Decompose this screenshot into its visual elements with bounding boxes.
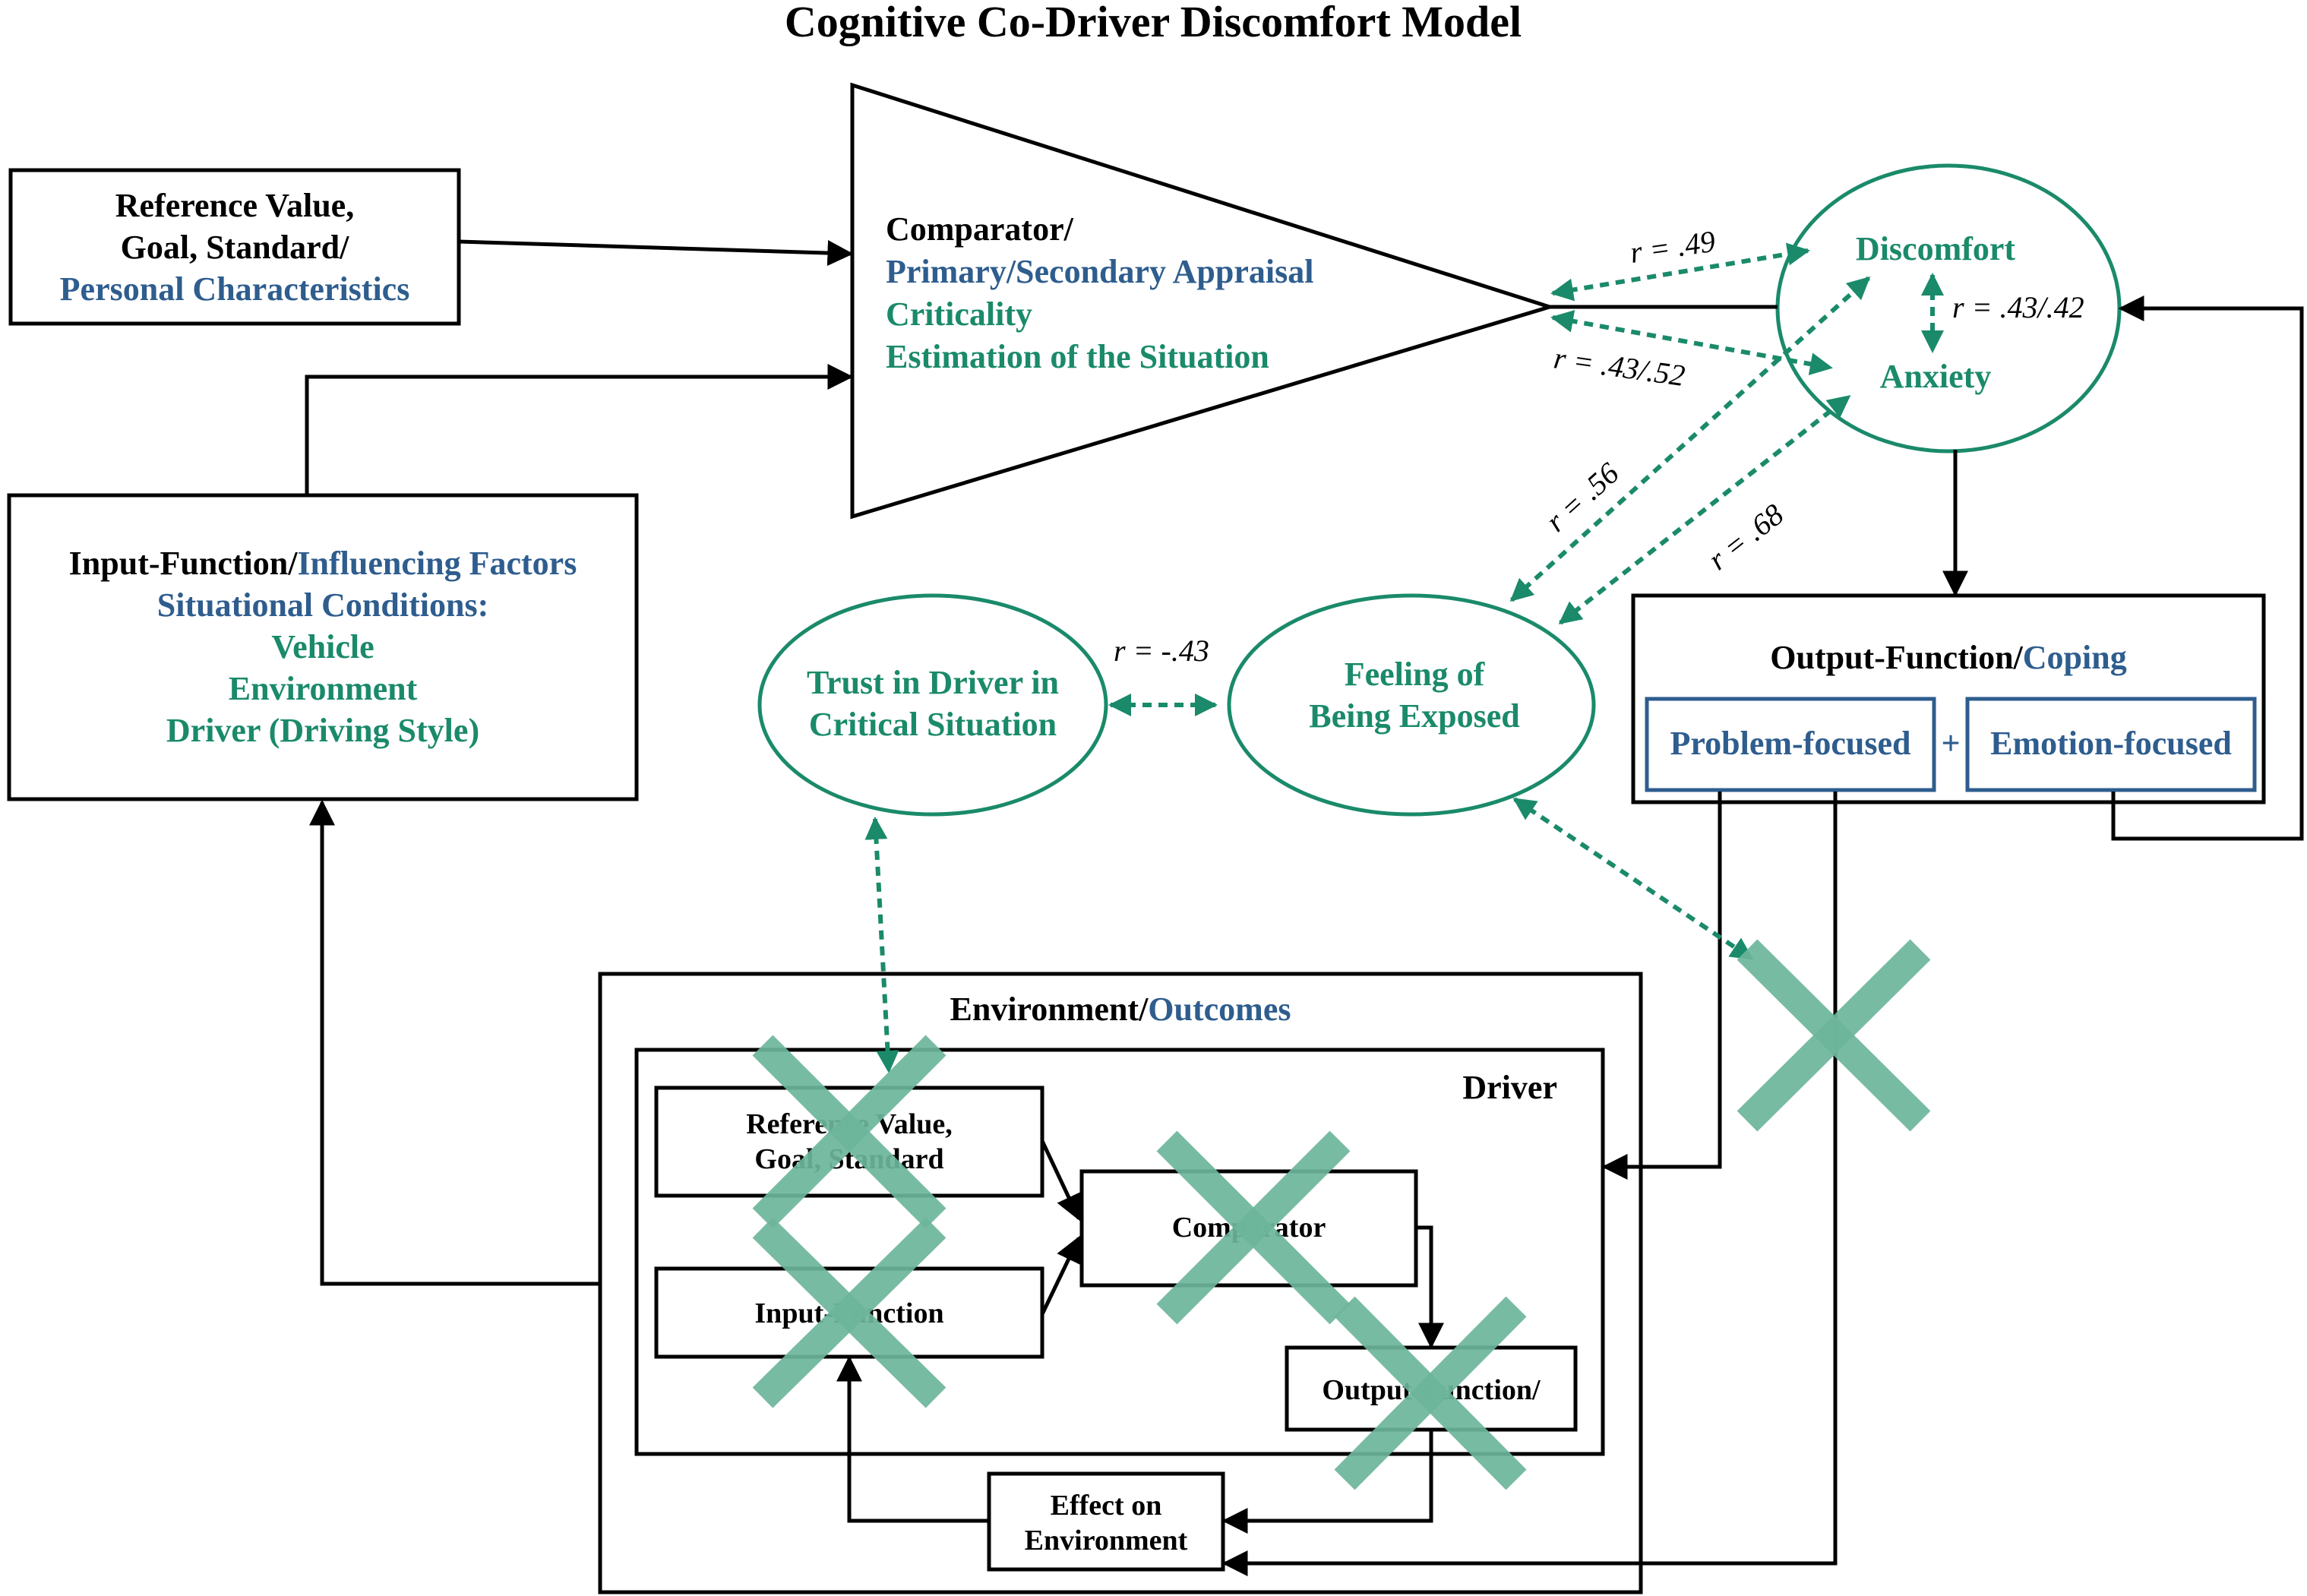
reference-line-2: Goal, Standard/	[121, 229, 350, 266]
input-function-box: Input-Function/Influencing Factors Situa…	[7, 493, 639, 801]
problem-focused-label: Problem-focused	[1670, 725, 1911, 762]
arrow-inner-ref-to-comparator	[1040, 1139, 1081, 1221]
emotion-focused-box	[1965, 697, 2257, 792]
reference-value-box: Reference Value, Goal, Standard/ Persona…	[8, 168, 461, 326]
environment-box: Environment/Outcomes Driver Reference Va…	[598, 972, 1643, 1594]
arrow-emotion-focused-to-emotion	[2111, 295, 2304, 841]
input-line-3: Vehicle	[271, 628, 374, 665]
arrow-effect-to-inner-input	[836, 1355, 989, 1523]
label-rneg43: r = -.43	[1114, 634, 1209, 668]
arrow-environment-to-input	[309, 799, 600, 1286]
cross-icon-exposed-to-output	[1737, 939, 1931, 1132]
emotion-focused-label: Emotion-focused	[1990, 725, 2232, 762]
label-r4352: r = .43/.52	[1552, 340, 1687, 393]
reference-line-1: Reference Value,	[115, 187, 354, 224]
label-r68: r = .68	[1702, 497, 1790, 577]
trust-line-2: Critical Situation	[809, 706, 1057, 743]
exposed-line-1: Feeling of	[1345, 656, 1486, 693]
diagram-title: Cognitive Co-Driver Discomfort Model	[785, 0, 1522, 46]
arrow-inner-comparator-to-output	[1416, 1225, 1444, 1349]
cross-icon-inner-reference	[752, 1035, 947, 1229]
input-line-2: Situational Conditions:	[157, 586, 488, 624]
plus-sign: +	[1941, 725, 1960, 762]
corr-comparator-discomfort	[1550, 242, 1810, 302]
environment-label: Environment/Outcomes	[950, 991, 1291, 1028]
green-correlation-arrows	[864, 242, 1944, 1073]
cross-icon-inner-comparator	[1156, 1130, 1351, 1325]
cross-icon-inner-output	[1334, 1296, 1527, 1490]
problem-focused-box	[1645, 697, 1936, 792]
effect-on-environment-box	[987, 1471, 1225, 1572]
label-r49: r = .49	[1628, 224, 1718, 270]
arrow-input-to-comparator	[305, 364, 854, 495]
comparator-line-3: Criticality	[886, 295, 1032, 333]
effect-line-2: Environment	[1025, 1525, 1188, 1556]
input-line-4: Environment	[229, 670, 418, 707]
input-line-1: Input-Function/Influencing Factors	[69, 545, 577, 582]
corr-exposed-output	[1512, 797, 1754, 961]
effect-line-1: Effect on	[1051, 1490, 1162, 1522]
discomfort-label: Discomfort	[1856, 230, 2015, 267]
anxiety-label: Anxiety	[1880, 358, 1992, 395]
arrow-inner-input-to-comparator	[1040, 1235, 1081, 1316]
reference-line-3: Personal Characteristics	[60, 270, 410, 308]
label-r4342: r = .43/.42	[1952, 290, 2084, 324]
output-label: Output-Function/Coping	[1770, 639, 2126, 676]
corr-trust-driver	[864, 817, 899, 1073]
exposed-ellipse: Feeling of Being Exposed	[1227, 593, 1596, 817]
exposed-line-2: Being Exposed	[1309, 697, 1520, 735]
comparator-triangle: Comparator/ Primary/Secondary Appraisal …	[850, 82, 1556, 520]
arrow-inner-output-to-effect	[1221, 1430, 1433, 1534]
corr-exposed-anxiety	[1558, 394, 1851, 625]
comparator-line-2: Primary/Secondary Appraisal	[886, 253, 1313, 290]
input-line-5: Driver (Driving Style)	[166, 712, 479, 749]
cross-icon-inner-input	[752, 1217, 947, 1408]
output-function-box: Output-Function/Coping Problem-focused +…	[1631, 593, 2266, 804]
cross-marks	[752, 939, 1931, 1490]
comparator-line-1: Comparator/	[886, 210, 1074, 248]
trust-line-1: Trust in Driver in	[807, 664, 1059, 701]
trust-ellipse: Trust in Driver in Critical Situation	[757, 593, 1108, 817]
driver-label: Driver	[1462, 1069, 1557, 1106]
arrow-reference-to-comparator	[458, 239, 854, 267]
label-r56: r = .56	[1539, 456, 1626, 539]
comparator-line-4: Estimation of the Situation	[886, 338, 1269, 375]
